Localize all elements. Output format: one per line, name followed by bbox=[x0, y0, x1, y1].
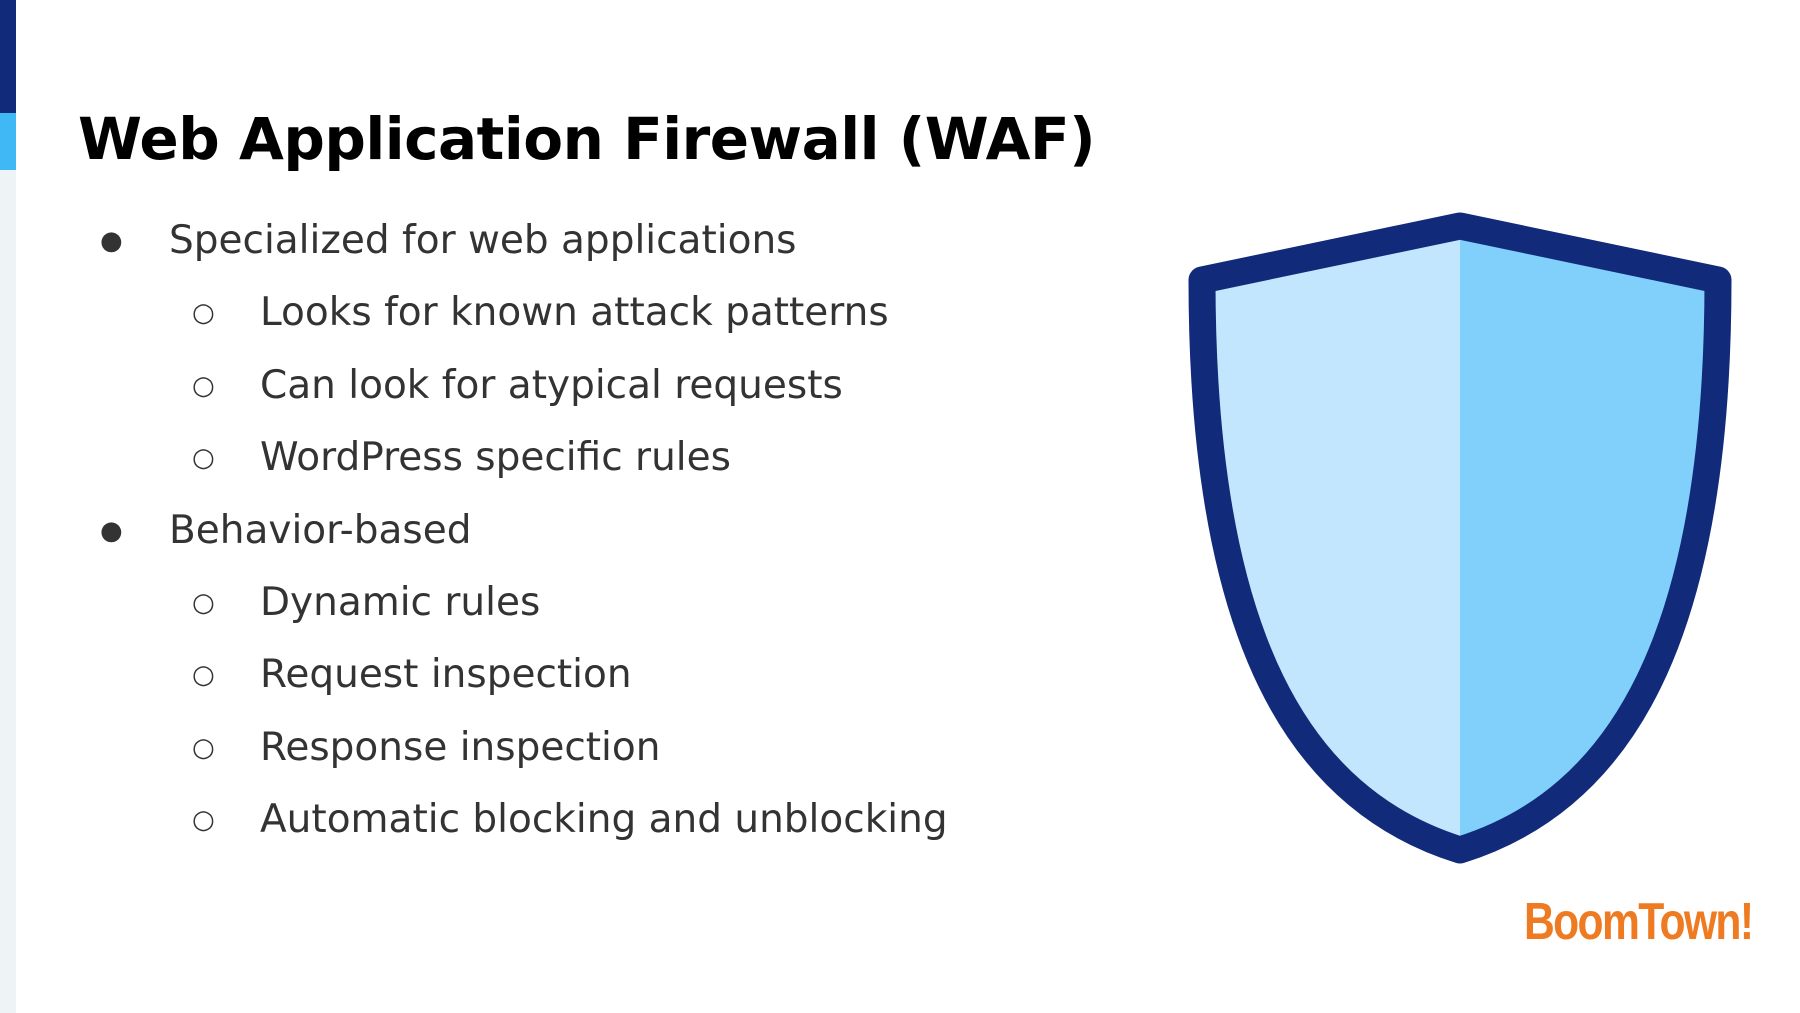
sub-bullet-text: Dynamic rules bbox=[260, 579, 541, 625]
sub-bullet-marker: ○ bbox=[192, 443, 215, 474]
shield-icon bbox=[1188, 212, 1732, 864]
sub-bullet-marker: ○ bbox=[192, 732, 215, 763]
boomtown-logo: BoomTown! bbox=[1524, 893, 1754, 951]
bullet-text: Behavior-based bbox=[169, 507, 472, 553]
sub-bullet-marker: ○ bbox=[192, 805, 215, 836]
sub-bullet-item: ○ Dynamic rules bbox=[96, 567, 1056, 639]
bullet-marker: ● bbox=[100, 515, 123, 546]
sub-bullet-item: ○ Looks for known attack patterns bbox=[96, 277, 1056, 349]
sub-bullet-text: WordPress specific rules bbox=[260, 435, 731, 481]
shield-outline bbox=[1188, 212, 1732, 864]
sub-bullet-item: ○ Request inspection bbox=[96, 639, 1056, 711]
sub-bullet-text: Request inspection bbox=[260, 652, 632, 698]
sub-bullet-marker: ○ bbox=[192, 370, 215, 401]
sub-bullet-text: Looks for known attack patterns bbox=[260, 290, 889, 336]
sub-bullet-text: Can look for atypical requests bbox=[260, 362, 843, 408]
shield-left-half bbox=[1202, 226, 1460, 850]
bullet-item: ● Behavior-based bbox=[96, 495, 1056, 567]
sub-bullet-text: Automatic blocking and unblocking bbox=[260, 797, 948, 843]
bullet-list: ● Specialized for web applications ○ Loo… bbox=[96, 205, 1056, 857]
sub-bullet-text: Response inspection bbox=[260, 724, 661, 770]
accent-bar-light bbox=[0, 113, 16, 170]
bullet-item: ● Specialized for web applications bbox=[96, 205, 1056, 277]
bullet-text: Specialized for web applications bbox=[169, 218, 797, 263]
accent-bar-dark bbox=[0, 0, 16, 113]
side-accent-strip bbox=[0, 0, 16, 1013]
sub-bullet-marker: ○ bbox=[192, 298, 215, 329]
sub-bullet-marker: ○ bbox=[192, 587, 215, 618]
bullet-marker: ● bbox=[100, 226, 123, 256]
sub-bullet-item: ○ Automatic blocking and unblocking bbox=[96, 784, 1056, 856]
sub-bullet-marker: ○ bbox=[192, 660, 215, 691]
shield-right-half bbox=[1460, 226, 1718, 850]
slide-title: Web Application Firewall (WAF) bbox=[78, 105, 1096, 173]
sub-bullet-item: ○ Can look for atypical requests bbox=[96, 350, 1056, 422]
sub-bullet-item: ○ WordPress specific rules bbox=[96, 422, 1056, 494]
sub-bullet-item: ○ Response inspection bbox=[96, 712, 1056, 784]
